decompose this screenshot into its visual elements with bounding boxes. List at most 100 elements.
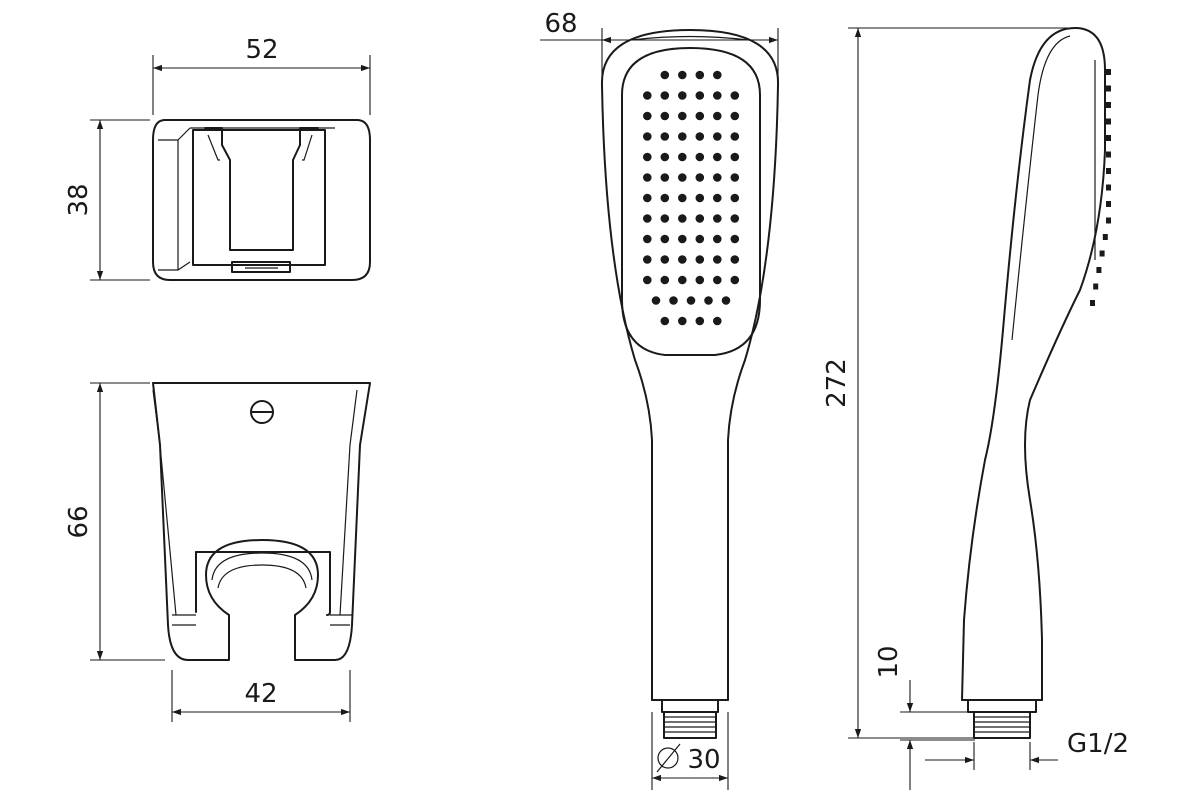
nozzle-dot bbox=[643, 214, 652, 223]
diameter-symbol bbox=[656, 743, 681, 773]
holder-top-view bbox=[152, 119, 371, 281]
nozzle-dot bbox=[643, 132, 652, 141]
nozzle-dot bbox=[695, 275, 705, 285]
dim-thread-length: 10 bbox=[874, 645, 975, 790]
holder-front-view bbox=[152, 382, 371, 661]
nozzle-dot bbox=[695, 132, 705, 141]
side-nozzle bbox=[1106, 85, 1111, 92]
nozzle-dot bbox=[678, 214, 687, 223]
side-nozzle bbox=[1090, 300, 1095, 306]
side-nozzle bbox=[1106, 151, 1111, 158]
spray-nozzle-profile bbox=[1090, 69, 1111, 306]
nozzle-dot bbox=[643, 152, 652, 162]
nozzle-dot bbox=[730, 193, 740, 203]
nozzle-dot bbox=[678, 70, 687, 80]
nozzle-dot bbox=[678, 91, 687, 100]
nozzle-dot bbox=[660, 173, 670, 182]
nozzle-dot bbox=[678, 193, 687, 203]
nozzle-dot bbox=[651, 296, 661, 305]
nozzle-dot bbox=[695, 70, 705, 80]
nozzle-dot bbox=[730, 173, 740, 182]
nozzle-dot bbox=[669, 296, 678, 305]
nozzle-dot bbox=[695, 193, 705, 203]
nozzle-dot bbox=[643, 234, 652, 244]
dim-label-30: 30 bbox=[687, 745, 720, 775]
nozzle-dot bbox=[695, 255, 705, 264]
side-nozzle bbox=[1102, 234, 1108, 240]
dim-label-272: 272 bbox=[822, 358, 852, 408]
nozzle-dot bbox=[730, 152, 740, 162]
nozzle-dot bbox=[695, 111, 705, 121]
side-nozzle bbox=[1106, 184, 1111, 191]
dim-label-42: 42 bbox=[244, 679, 277, 709]
nozzle-dot bbox=[713, 275, 722, 285]
dim-label-10: 10 bbox=[874, 645, 904, 678]
nozzle-dot bbox=[695, 152, 705, 162]
nozzle-dot bbox=[730, 234, 740, 244]
nozzle-dot bbox=[660, 214, 670, 223]
nozzle-dot bbox=[730, 255, 740, 264]
nozzle-dot bbox=[713, 255, 722, 264]
side-nozzle bbox=[1106, 118, 1111, 125]
nozzle-dot bbox=[695, 91, 705, 100]
dim-total-length: 272 bbox=[822, 27, 1075, 739]
side-nozzle bbox=[1106, 69, 1111, 75]
dim-holder-clip-width: 42 bbox=[171, 670, 351, 722]
nozzle-dot bbox=[713, 91, 722, 100]
nozzle-dot bbox=[713, 173, 722, 182]
spray-nozzle-grid bbox=[643, 70, 740, 326]
side-nozzle bbox=[1106, 168, 1111, 174]
nozzle-dot bbox=[730, 111, 740, 121]
nozzle-dot bbox=[730, 91, 740, 100]
side-nozzle bbox=[1096, 267, 1102, 273]
dim-connector-diameter: 30 bbox=[651, 712, 729, 790]
nozzle-dot bbox=[721, 296, 731, 305]
connector-thread bbox=[663, 711, 717, 739]
nozzle-dot bbox=[643, 275, 652, 285]
dim-holder-height: 66 bbox=[64, 382, 165, 661]
nozzle-dot bbox=[678, 255, 687, 264]
dim-label-52: 52 bbox=[245, 35, 278, 65]
nozzle-dot bbox=[660, 193, 670, 203]
nozzle-dot bbox=[695, 316, 705, 326]
nozzle-dot bbox=[660, 111, 670, 121]
nozzle-dot bbox=[713, 132, 722, 141]
nozzle-dot bbox=[713, 152, 722, 162]
dim-label-g12: G1/2 bbox=[1067, 729, 1129, 759]
nozzle-dot bbox=[678, 111, 687, 121]
nozzle-dot bbox=[643, 255, 652, 264]
nozzle-dot bbox=[678, 316, 687, 326]
nozzle-dot bbox=[660, 132, 670, 141]
dim-holder-width: 52 bbox=[152, 35, 371, 115]
nozzle-dot bbox=[730, 132, 740, 141]
dim-holder-depth: 38 bbox=[64, 119, 150, 281]
nozzle-dot bbox=[730, 275, 740, 285]
nozzle-dot bbox=[660, 70, 670, 80]
nozzle-dot bbox=[678, 152, 687, 162]
nozzle-dot bbox=[660, 234, 670, 244]
side-nozzle bbox=[1099, 250, 1105, 257]
shower-head-side-view bbox=[961, 27, 1111, 739]
nozzle-dot bbox=[695, 234, 705, 244]
nozzle-dot bbox=[678, 132, 687, 141]
nozzle-dot bbox=[695, 214, 705, 223]
nozzle-dot bbox=[695, 173, 705, 182]
nozzle-dot bbox=[713, 214, 722, 223]
nozzle-dot bbox=[643, 111, 652, 121]
dim-label-38: 38 bbox=[64, 183, 94, 216]
nozzle-dot bbox=[713, 111, 722, 121]
nozzle-dot bbox=[660, 316, 670, 326]
dim-head-width: 68 bbox=[540, 9, 779, 90]
dim-label-68: 68 bbox=[544, 9, 577, 39]
side-nozzle bbox=[1106, 201, 1111, 207]
nozzle-dot bbox=[660, 255, 670, 264]
dim-label-66: 66 bbox=[64, 505, 94, 538]
nozzle-dot bbox=[686, 296, 696, 305]
dim-thread-size: G1/2 bbox=[925, 729, 1129, 770]
side-nozzle bbox=[1093, 283, 1099, 290]
nozzle-dot bbox=[713, 234, 722, 244]
side-nozzle bbox=[1106, 217, 1111, 224]
nozzle-dot bbox=[730, 214, 740, 223]
shower-head-front-view bbox=[600, 29, 780, 739]
